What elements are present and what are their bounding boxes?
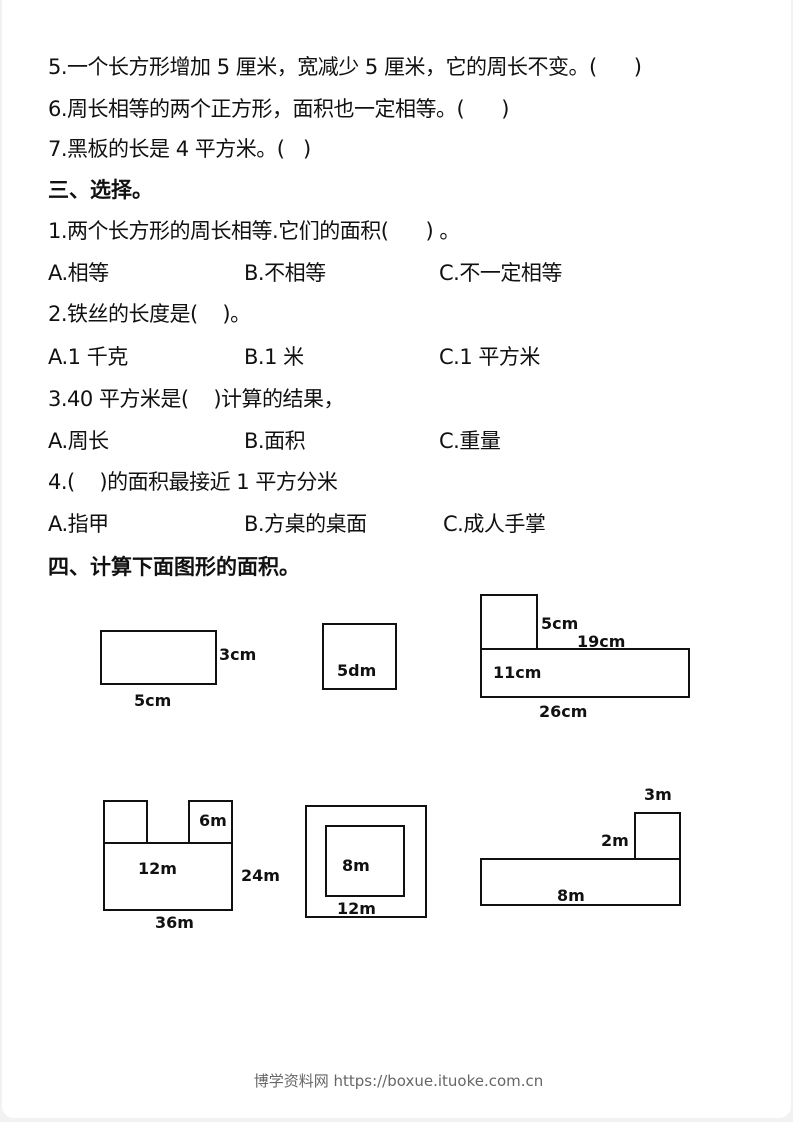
dim-label: 2m — [601, 831, 629, 850]
footer-watermark: 博学资料网 https://boxue.ituoke.com.cn — [253, 1072, 544, 1090]
dim-label: 12m — [138, 859, 177, 878]
question-2-stem: 2.铁丝的长度是( )。 — [48, 302, 251, 326]
small-square-shape — [634, 812, 681, 860]
rectangle-shape — [100, 630, 217, 685]
judgement-item-7: 7.黑板的长是 4 平方米。( ) — [48, 137, 311, 161]
outer-square-shape — [305, 805, 427, 918]
q1-option-c: C.不一定相等 — [439, 261, 562, 285]
question-1-stem: 1.两个长方形的周长相等.它们的面积( ) 。 — [48, 219, 460, 243]
dim-label: 3m — [644, 785, 672, 804]
q4-option-a: A.指甲 — [48, 512, 109, 536]
dim-label: 5cm — [541, 614, 579, 633]
base-rectangle-shape — [480, 858, 681, 906]
dim-label: 24m — [241, 866, 280, 885]
q4-option-c: C.成人手掌 — [443, 512, 546, 536]
base-rectangle-shape — [103, 842, 233, 911]
judgement-item-5: 5.一个长方形增加 5 厘米，宽减少 5 厘米，它的周长不变。( ) — [48, 55, 642, 79]
dim-label: 12m — [337, 899, 376, 918]
q1-option-b: B.不相等 — [244, 261, 326, 285]
small-square-shape — [480, 594, 538, 650]
dim-label: 19cm — [577, 632, 626, 651]
q3-option-c: C.重量 — [439, 429, 501, 453]
q2-option-b: B.1 米 — [244, 345, 304, 369]
judgement-item-6: 6.周长相等的两个正方形，面积也一定相等。( ) — [48, 97, 509, 121]
dim-label: 6m — [199, 811, 227, 830]
dim-label: 5cm — [134, 691, 172, 710]
dim-label: 3cm — [219, 645, 257, 664]
dim-label: 11cm — [493, 663, 542, 682]
base-rectangle-shape — [480, 648, 690, 698]
dim-label: 8m — [557, 886, 585, 905]
q2-option-c: C.1 平方米 — [439, 345, 540, 369]
q1-option-a: A.相等 — [48, 261, 109, 285]
dim-label: 26cm — [539, 702, 588, 721]
q2-option-a: A.1 千克 — [48, 345, 128, 369]
dim-label: 5dm — [337, 661, 377, 680]
left-tab-shape — [103, 800, 148, 844]
q4-option-b: B.方桌的桌面 — [244, 512, 367, 536]
section-title-area: 四、计算下面图形的面积。 — [48, 555, 300, 579]
question-3-stem: 3.40 平方米是( )计算的结果， — [48, 387, 345, 411]
dim-label: 8m — [342, 856, 370, 875]
q3-option-b: B.面积 — [244, 429, 306, 453]
q3-option-a: A.周长 — [48, 429, 109, 453]
question-4-stem: 4.( )的面积最接近 1 平方分米 — [48, 470, 338, 494]
dim-label: 36m — [155, 913, 194, 932]
inner-square-shape — [325, 825, 405, 897]
square-shape — [322, 623, 397, 690]
section-title-choice: 三、选择。 — [48, 178, 153, 202]
